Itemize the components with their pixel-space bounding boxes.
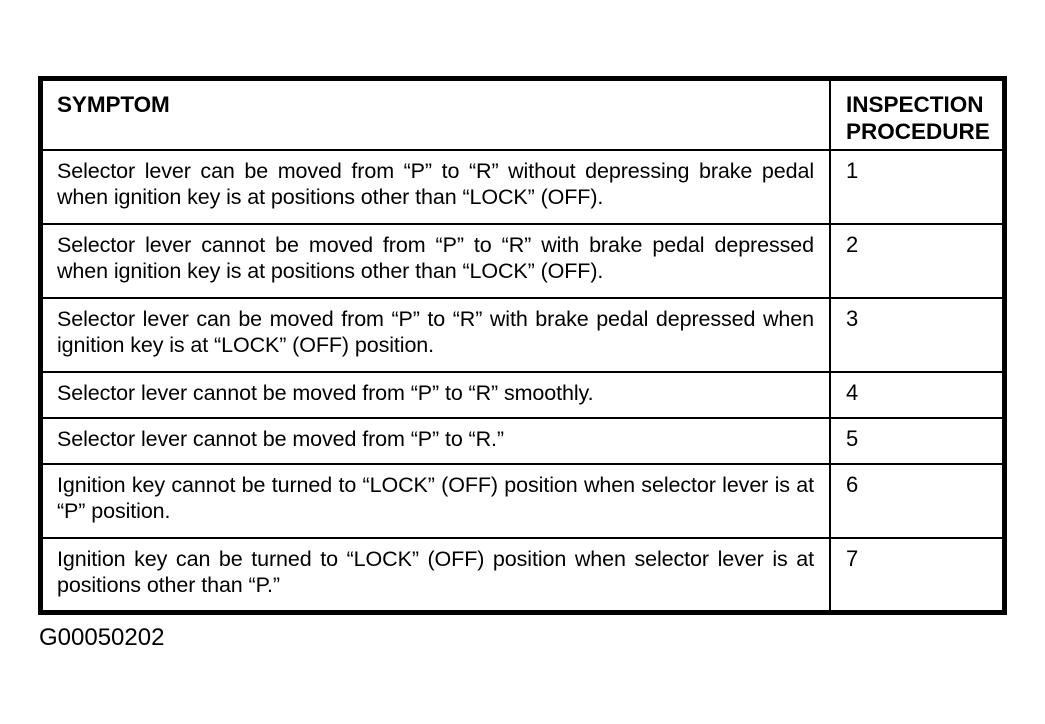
figure-id: G00050202 — [39, 624, 165, 651]
table-row: Selector lever cannot be moved from “P” … — [43, 223, 1002, 297]
procedure-cell: 4 — [846, 380, 859, 405]
symptom-cell: Ignition key cannot be turned to “LOCK” … — [43, 465, 831, 537]
table-header-row: SYMPTOM INSPECTION PROCEDURE — [43, 81, 1002, 149]
symptom-cell: Ignition key can be turned to “LOCK” (OF… — [43, 539, 831, 610]
procedure-cell: 3 — [846, 306, 859, 331]
procedure-cell: 2 — [846, 232, 859, 257]
table-row: Ignition key can be turned to “LOCK” (OF… — [43, 537, 1002, 610]
table-row: Selector lever cannot be moved from “P” … — [43, 371, 1002, 417]
symptom-column-header: SYMPTOM — [43, 81, 831, 149]
symptom-cell: Selector lever can be moved from “P” to … — [43, 151, 831, 223]
table-row: Ignition key cannot be turned to “LOCK” … — [43, 463, 1002, 537]
procedure-cell: 5 — [846, 426, 859, 451]
procedure-column-header: INSPECTION PROCEDURE — [846, 92, 990, 144]
symptom-cell: Selector lever cannot be moved from “P” … — [43, 419, 831, 463]
procedure-cell: 6 — [846, 472, 859, 497]
procedure-cell: 7 — [846, 546, 859, 571]
symptom-cell: Selector lever cannot be moved from “P” … — [43, 373, 831, 417]
symptom-cell: Selector lever cannot be moved from “P” … — [43, 225, 831, 297]
symptom-cell: Selector lever can be moved from “P” to … — [43, 299, 831, 371]
procedure-cell: 1 — [846, 158, 859, 183]
symptom-inspection-table: SYMPTOM INSPECTION PROCEDURE Selector le… — [38, 76, 1007, 615]
table-row: Selector lever can be moved from “P” to … — [43, 297, 1002, 371]
table-row: Selector lever can be moved from “P” to … — [43, 149, 1002, 223]
table-row: Selector lever cannot be moved from “P” … — [43, 417, 1002, 463]
